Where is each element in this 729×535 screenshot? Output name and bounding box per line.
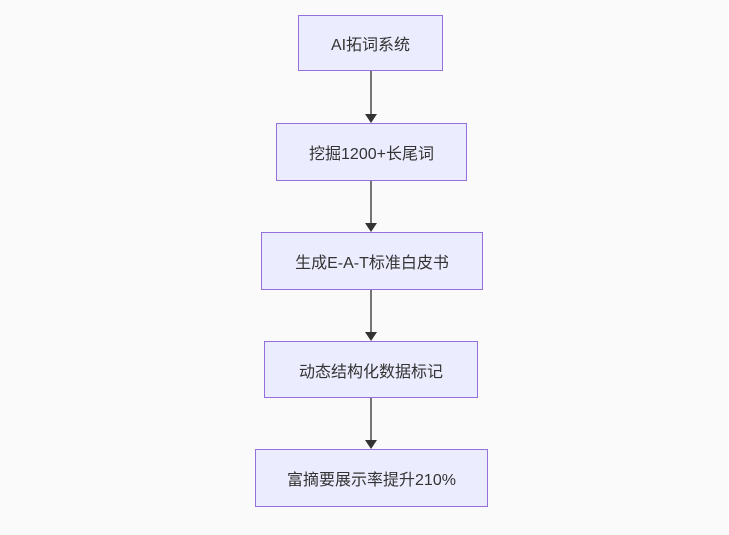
flow-node-structured-data-markup: 动态结构化数据标记 <box>264 341 478 398</box>
arrow-line <box>369 181 372 223</box>
flow-arrow-2 <box>364 181 377 232</box>
arrow-line <box>369 398 372 440</box>
arrow-head-down-icon <box>364 440 377 449</box>
flow-node-ai-word-expansion: AI拓词系统 <box>298 15 443 71</box>
flow-node-rich-snippet-rate: 富摘要展示率提升210% <box>255 449 488 507</box>
arrow-line <box>369 290 372 332</box>
flow-arrow-1 <box>364 71 377 123</box>
arrow-head-down-icon <box>364 114 377 123</box>
flow-node-longtail-mining: 挖掘1200+长尾词 <box>276 123 467 181</box>
flow-arrow-3 <box>364 290 377 341</box>
arrow-head-down-icon <box>364 223 377 232</box>
flow-arrow-4 <box>364 398 377 449</box>
arrow-line <box>369 71 372 114</box>
flow-node-eat-whitepaper: 生成E-A-T标准白皮书 <box>261 232 483 290</box>
arrow-head-down-icon <box>364 332 377 341</box>
